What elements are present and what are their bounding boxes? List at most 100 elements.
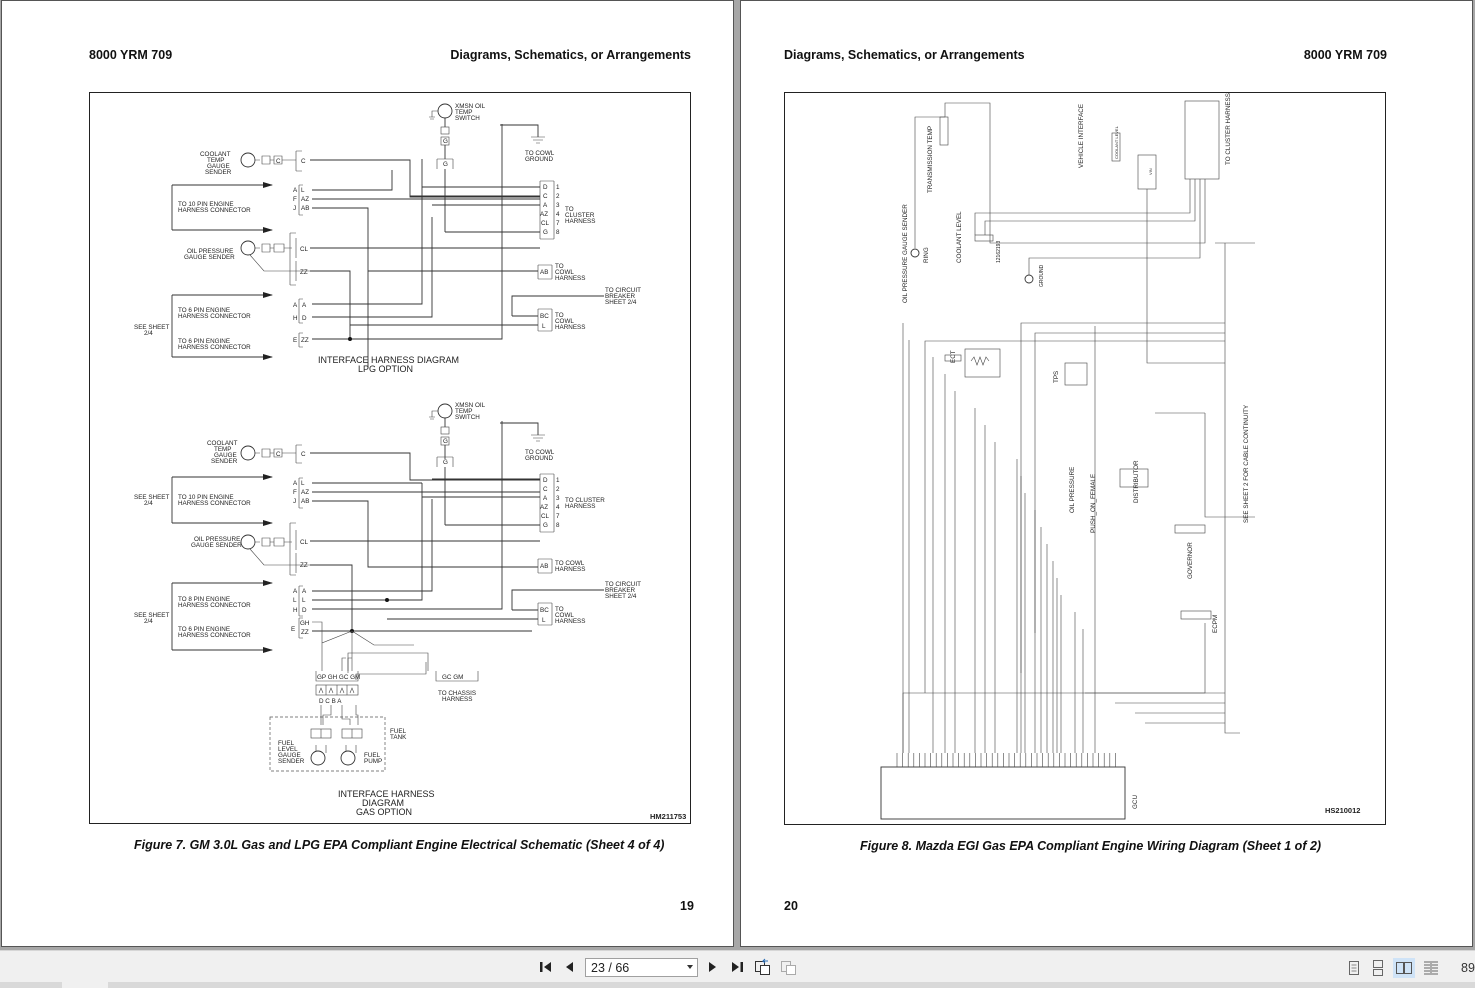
- svg-text:TO 8 PIN ENGINE: TO 8 PIN ENGINE: [178, 596, 230, 603]
- svg-text:AB: AB: [301, 205, 309, 212]
- svg-text:2/4: 2/4: [144, 500, 153, 507]
- wire: [1085, 623, 1206, 694]
- svg-text:J: J: [293, 498, 296, 505]
- svg-text:D C B A: D C B A: [319, 698, 342, 705]
- svg-text:PUSH_ON_FEMALE: PUSH_ON_FEMALE: [1090, 474, 1097, 533]
- svg-text:A: A: [293, 302, 298, 309]
- svg-text:TO: TO: [565, 206, 574, 213]
- svg-text:HARNESS CONNECTOR: HARNESS CONNECTOR: [178, 344, 251, 351]
- svg-text:AZ: AZ: [540, 211, 548, 218]
- svg-text:CL: CL: [300, 539, 309, 546]
- svg-text:A: A: [293, 588, 298, 595]
- wire: [1020, 322, 1225, 673]
- two-page-view-button[interactable]: [1393, 958, 1415, 978]
- svg-text:OIL PRESSURE: OIL PRESSURE: [187, 248, 233, 255]
- svg-text:GAUGE: GAUGE: [278, 752, 301, 759]
- svg-text:A: A: [293, 480, 298, 487]
- svg-text:AZ: AZ: [540, 504, 548, 511]
- svg-text:C: C: [276, 158, 281, 165]
- zoom-level[interactable]: 89: [1461, 961, 1475, 975]
- previous-page-button[interactable]: [560, 957, 580, 977]
- svg-text:TO CIRCUIT: TO CIRCUIT: [605, 287, 641, 294]
- svg-text:G: G: [543, 522, 548, 529]
- svg-text:TO CIRCUIT: TO CIRCUIT: [605, 581, 641, 588]
- wire: [1204, 413, 1255, 518]
- svg-text:FUEL: FUEL: [390, 728, 407, 735]
- svg-text:H: H: [293, 315, 298, 322]
- svg-text:L: L: [301, 187, 305, 194]
- svg-text:GCU: GCU: [1132, 795, 1139, 809]
- svg-text:ECPM: ECPM: [1212, 615, 1219, 633]
- svg-text:TO 10 PIN ENGINE: TO 10 PIN ENGINE: [178, 494, 234, 501]
- svg-text:ZZ: ZZ: [301, 337, 309, 344]
- svg-text:SWITCH: SWITCH: [455, 115, 480, 122]
- svg-text:COWL: COWL: [555, 612, 574, 619]
- svg-text:HARNESS CONNECTOR: HARNESS CONNECTOR: [178, 207, 251, 214]
- svg-text:E: E: [293, 337, 297, 344]
- svg-text:GAUGE: GAUGE: [214, 452, 237, 459]
- svg-text:LEVEL: LEVEL: [278, 746, 298, 753]
- svg-text:DIAGRAM: DIAGRAM: [362, 798, 404, 808]
- svg-text:TO COWL: TO COWL: [555, 560, 585, 567]
- svg-text:AZ: AZ: [301, 196, 309, 203]
- svg-text:L: L: [301, 480, 305, 487]
- schematic-drawing-lpg-gas: G G XMSN OIL TEMP SWITCH TO COWL GROUND …: [134, 103, 686, 821]
- svg-text:TANK: TANK: [390, 734, 407, 741]
- horizontal-scrollbar[interactable]: [0, 982, 1475, 988]
- svg-text:AB: AB: [540, 563, 548, 570]
- svg-text:COOLANT: COOLANT: [207, 440, 238, 447]
- svg-text:HARNESS: HARNESS: [555, 275, 585, 282]
- svg-text:COOLANT: COOLANT: [200, 151, 231, 158]
- page-number-input[interactable]: 23 / 66: [585, 958, 698, 977]
- next-view-button[interactable]: [779, 957, 799, 977]
- previous-page-icon: [566, 962, 573, 972]
- page-20: Diagrams, Schematics, or Arrangements 80…: [740, 0, 1473, 947]
- svg-text:TO CHASSIS: TO CHASSIS: [438, 690, 476, 697]
- svg-text:A: A: [543, 495, 548, 502]
- svg-text:HARNESS: HARNESS: [565, 503, 595, 510]
- svg-text:SENDER: SENDER: [211, 458, 238, 465]
- first-page-button[interactable]: [536, 957, 556, 977]
- svg-text:H: H: [293, 607, 298, 614]
- svg-text:D: D: [543, 184, 548, 191]
- svg-text:ZZ: ZZ: [300, 269, 308, 276]
- svg-text:FUEL: FUEL: [364, 752, 381, 759]
- svg-text:C: C: [276, 451, 281, 458]
- svg-text:4: 4: [556, 211, 560, 218]
- svg-text:L: L: [302, 597, 306, 604]
- svg-text:HARNESS: HARNESS: [555, 324, 585, 331]
- svg-text:3: 3: [556, 495, 560, 502]
- document-viewport[interactable]: 8000 YRM 709 Diagrams, Schematics, or Ar…: [0, 0, 1475, 950]
- svg-text:HARNESS CONNECTOR: HARNESS CONNECTOR: [178, 500, 251, 507]
- svg-text:J: J: [293, 205, 296, 212]
- svg-text:OIL PRESSURE GAUGE SENDER: OIL PRESSURE GAUGE SENDER: [902, 204, 909, 303]
- next-page-button[interactable]: [702, 957, 722, 977]
- wire: [984, 179, 1196, 235]
- svg-text:TEMP: TEMP: [214, 446, 232, 453]
- svg-text:HARNESS CONNECTOR: HARNESS CONNECTOR: [178, 602, 251, 609]
- page-dropdown-caret-icon[interactable]: [687, 965, 693, 969]
- page-indicator-text: 23 / 66: [591, 960, 630, 975]
- page-header-doc-id: 8000 YRM 709: [89, 48, 173, 62]
- last-page-button[interactable]: [727, 957, 747, 977]
- drawing-id: HS210012: [1325, 806, 1360, 815]
- single-page-icon: [1349, 961, 1359, 975]
- svg-text:G: G: [443, 459, 448, 466]
- first-page-icon: [540, 962, 551, 972]
- svg-text:HARNESS: HARNESS: [565, 218, 595, 225]
- svg-text:TO COWL: TO COWL: [525, 449, 555, 456]
- svg-text:7: 7: [556, 513, 560, 520]
- svg-text:A: A: [302, 588, 307, 595]
- svg-text:VEHICLE INTERFACE: VEHICLE INTERFACE: [1078, 104, 1085, 168]
- wire: [944, 102, 1206, 244]
- scrollbar-thumb[interactable]: [62, 982, 108, 988]
- svg-text:GROUND: GROUND: [1039, 264, 1045, 287]
- svg-text:FUEL: FUEL: [278, 740, 295, 747]
- continuous-view-button[interactable]: [1367, 958, 1389, 978]
- previous-view-button[interactable]: [753, 957, 773, 977]
- svg-text:SEE SHEET: SEE SHEET: [134, 324, 169, 331]
- figure-caption: Figure 8. Mazda EGI Gas EPA Compliant En…: [860, 839, 1322, 853]
- svg-text:AZ: AZ: [301, 489, 309, 496]
- single-page-view-button[interactable]: [1343, 958, 1365, 978]
- two-page-continuous-view-button[interactable]: [1420, 958, 1442, 978]
